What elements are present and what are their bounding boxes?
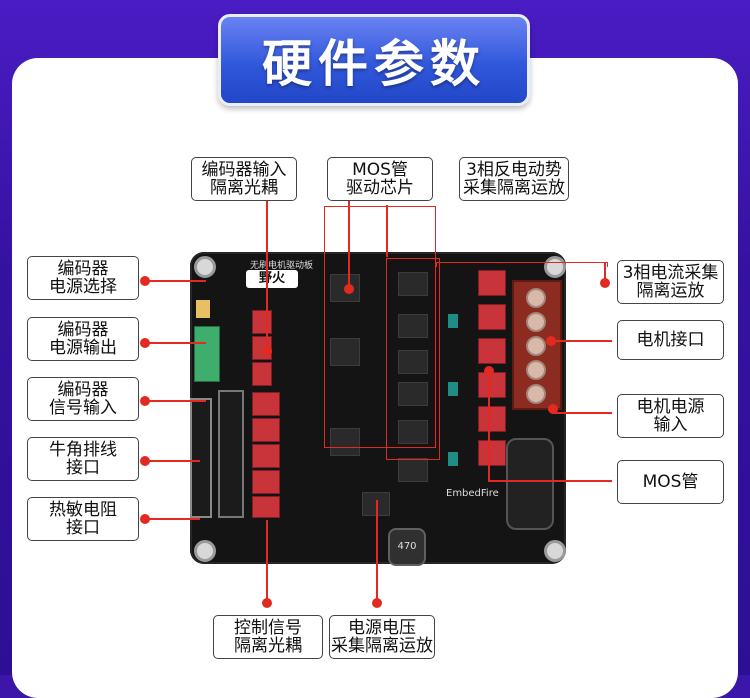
ribbon-header [190,398,212,518]
mos-tube [478,440,506,466]
pointer-line [550,340,612,342]
amp-chip [398,382,428,406]
label-mos-tube: MOS管 [617,460,724,504]
board-logo: 野火 [246,270,298,288]
pointer-dot [600,278,610,288]
driver-chip [330,428,360,456]
driver-chip [330,338,360,366]
mount-hole [544,540,566,562]
amp-chip [398,420,428,444]
electrolytic-capacitor [506,438,554,530]
label-control-isolation: 控制信号 隔离光耦 [213,615,323,659]
label-ribbon-header: 牛角排线 接口 [27,437,139,481]
pointer-dot [344,284,354,294]
sense-resistor [448,314,458,328]
terminal-screw [526,288,546,308]
label-back-emf: 3相反电动势 采集隔离运放 [459,157,569,201]
optocoupler [252,362,272,386]
optocoupler [252,496,280,518]
mos-tube [478,304,506,330]
pointer-line [266,520,268,600]
mount-hole [194,540,216,562]
page-title: 硬件参数 [262,35,486,93]
pointer-line [376,500,378,600]
pointer-line [266,200,268,348]
label-thermistor: 热敏电阻 接口 [27,497,139,541]
label-mos-driver: MOS管 驱动芯片 [327,157,433,201]
sense-resistor [448,382,458,396]
pointer-line [348,200,350,286]
mos-tube [478,270,506,296]
label-current-sense: 3相电流采集 隔离运放 [617,260,724,304]
label-encoder-signal-in: 编码器 信号输入 [27,377,139,421]
pointer-dot [372,598,382,608]
pointer-line [144,342,206,344]
mos-tube [478,406,506,432]
optocoupler [252,418,280,442]
amp-chip [398,272,428,296]
pointer-line [144,280,206,282]
optocoupler [252,470,280,494]
label-encoder-isolation: 编码器输入 隔离光耦 [191,157,297,201]
sense-resistor [448,452,458,466]
pointer-dot [548,404,558,414]
encoder-power-terminal [194,326,220,382]
label-motor-port: 电机接口 [617,320,724,360]
pointer-line [144,400,206,402]
pin-header [218,390,244,518]
terminal-screw [526,360,546,380]
pointer-line [144,518,200,520]
pointer-line [604,262,606,282]
amp-chip [398,314,428,338]
optocoupler [252,444,280,468]
mount-hole [194,256,216,278]
optocoupler [252,310,272,334]
board-header-text: 无刷电机驱动板 [250,261,314,271]
mos-tube [478,372,506,398]
inductor-label: 470 [397,541,417,552]
label-encoder-power-out: 编码器 电源输出 [27,317,139,361]
amp-chip [398,458,428,482]
pointer-bracket [324,206,436,448]
terminal-screw [526,336,546,356]
optocoupler [252,392,280,416]
pointer-dot [262,346,272,356]
terminal-screw [526,384,546,404]
pointer-line [488,370,490,480]
title-banner: 硬件参数 [218,14,530,106]
mos-tube [478,338,506,364]
label-motor-power: 电机电源 输入 [617,394,724,438]
label-encoder-power-select: 编码器 电源选择 [27,256,139,300]
pointer-bracket [386,258,440,460]
pointer-line [552,412,612,414]
pointer-dot [262,598,272,608]
mount-hole [544,256,566,278]
pointer-line [144,460,200,462]
label-voltage-sense: 电源电压 采集隔离运放 [329,615,435,659]
pointer-bracket [436,262,608,267]
inductor: 470 [388,528,426,566]
power-select-switch [196,300,210,318]
board-brand-text: EmbedFire [446,488,499,499]
terminal-screw [526,312,546,332]
pcb-board-image: 无刷电机驱动板 野火 470 EmbedFire [190,252,566,566]
pointer-line [488,480,612,482]
pointer-line [386,205,388,257]
amp-chip [398,350,428,374]
